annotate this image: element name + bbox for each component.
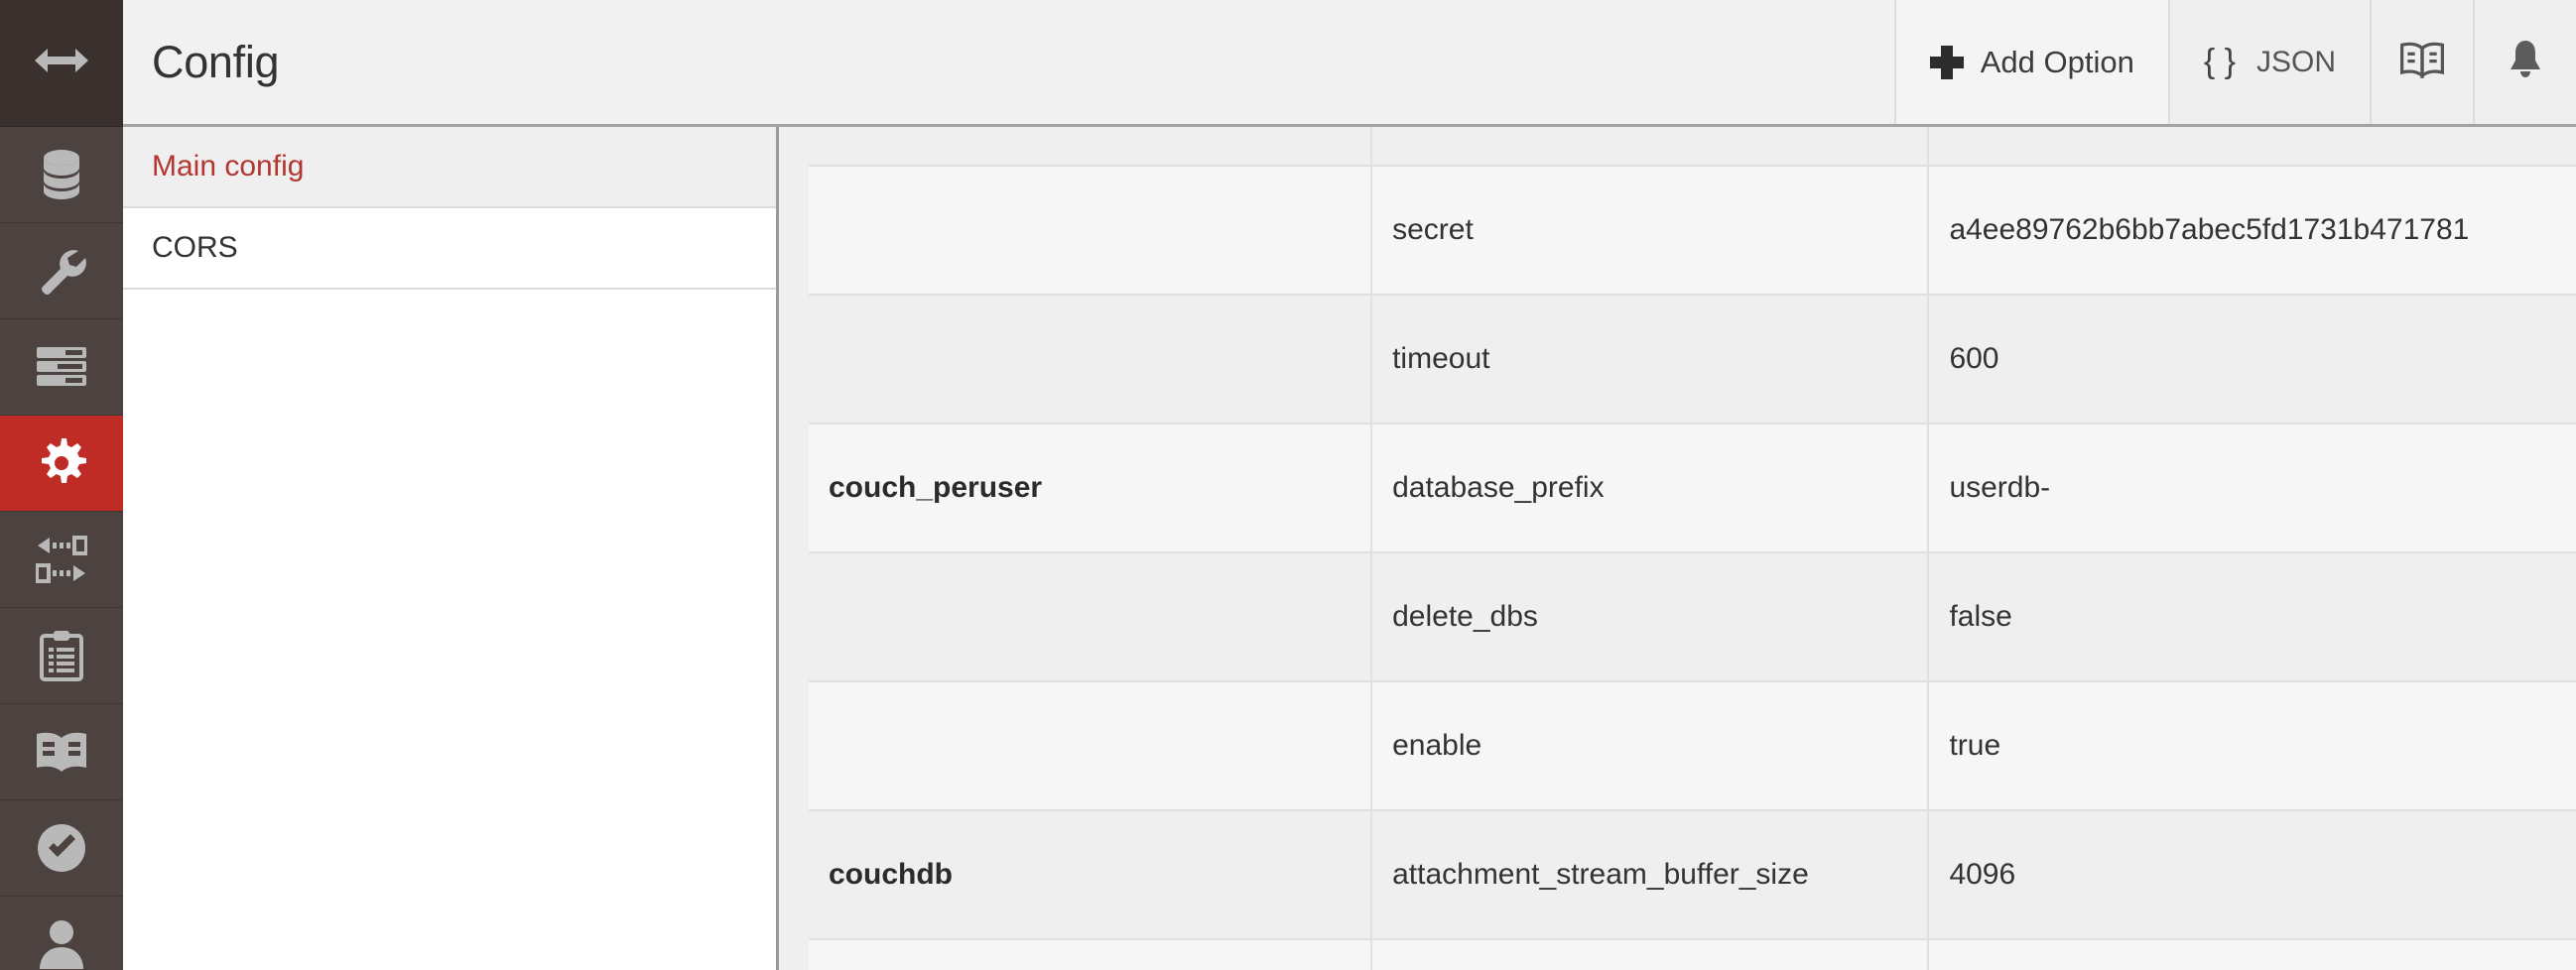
config-value-cell[interactable]: 600 bbox=[1928, 295, 2576, 424]
book-icon bbox=[35, 730, 88, 774]
sidebar-item-verify[interactable] bbox=[0, 800, 123, 897]
nav-item-main-config[interactable]: Main config bbox=[123, 127, 776, 208]
clipboard-icon bbox=[40, 630, 83, 681]
config-value-cell[interactable] bbox=[1928, 127, 2576, 167]
config-section-cell bbox=[809, 166, 1373, 296]
config-key-cell[interactable] bbox=[1371, 127, 1930, 167]
config-section-cell bbox=[809, 552, 1373, 682]
primary-nav-rail bbox=[0, 0, 123, 970]
add-option-button[interactable]: Add Option bbox=[1893, 0, 2168, 124]
curly-braces-icon: { } bbox=[2203, 43, 2236, 80]
config-key-cell[interactable]: secret bbox=[1371, 166, 1930, 296]
sidebar-item-logs[interactable] bbox=[0, 608, 123, 704]
config-key-cell[interactable]: attachment_stream_buffer_size bbox=[1371, 810, 1930, 940]
nav-item-label: Main config bbox=[152, 150, 305, 182]
arrows-horizontal-icon bbox=[34, 46, 89, 80]
sidebar-item-replication[interactable] bbox=[0, 512, 123, 608]
check-circle-icon bbox=[37, 823, 86, 873]
sidebar-toggle-button[interactable] bbox=[0, 0, 123, 127]
main-region: Config Add Option { } JSON bbox=[123, 0, 2576, 970]
config-section-cell: couch_peruser bbox=[809, 424, 1373, 553]
config-key-cell[interactable]: delete_dbs bbox=[1371, 552, 1930, 682]
json-label: JSON bbox=[2255, 45, 2336, 78]
documentation-button[interactable] bbox=[2370, 0, 2473, 124]
config-nav-panel: Main config CORS bbox=[123, 127, 779, 970]
config-section-cell: couchdb bbox=[809, 810, 1373, 940]
table-row bbox=[809, 127, 2576, 167]
config-section-cell bbox=[809, 939, 1373, 970]
server-bars-icon bbox=[36, 346, 87, 388]
json-view-button[interactable]: { } JSON bbox=[2167, 0, 2370, 124]
book-icon bbox=[2400, 41, 2444, 83]
config-section-cell bbox=[809, 127, 1373, 167]
sidebar-item-account[interactable] bbox=[0, 897, 123, 970]
config-value-cell[interactable]: true bbox=[1928, 681, 2576, 811]
gear-icon bbox=[37, 438, 86, 488]
config-key-cell[interactable]: enable bbox=[1371, 681, 1930, 811]
bell-icon bbox=[2507, 39, 2544, 85]
config-section-cell bbox=[809, 681, 1373, 811]
database-icon bbox=[37, 149, 86, 200]
sidebar-item-databases[interactable] bbox=[0, 127, 123, 223]
config-value-cell[interactable]: userdb- bbox=[1928, 424, 2576, 553]
add-option-label: Add Option bbox=[1980, 44, 2134, 79]
user-icon bbox=[39, 919, 84, 969]
page-header: Config Add Option { } JSON bbox=[123, 0, 2576, 127]
sidebar-item-active-tasks[interactable] bbox=[0, 319, 123, 416]
sidebar-item-setup[interactable] bbox=[0, 223, 123, 319]
config-value-cell[interactable]: 4096 bbox=[1928, 810, 2576, 940]
nav-item-cors[interactable]: CORS bbox=[123, 208, 776, 290]
config-key-cell[interactable]: timeout bbox=[1371, 295, 1930, 424]
config-key-cell[interactable]: database_prefix bbox=[1371, 424, 1930, 553]
table-row bbox=[809, 939, 2576, 970]
config-section-cell bbox=[809, 295, 1373, 424]
nav-item-label: CORS bbox=[152, 231, 238, 264]
replication-icon bbox=[36, 536, 87, 583]
config-value-cell[interactable] bbox=[1928, 939, 2576, 970]
plus-icon bbox=[1929, 45, 1964, 79]
config-value-cell[interactable]: a4ee89762b6bb7abec5fd1731b471781 bbox=[1928, 166, 2576, 296]
sidebar-item-documentation[interactable] bbox=[0, 704, 123, 800]
config-value-cell[interactable]: false bbox=[1928, 552, 2576, 682]
config-key-cell[interactable] bbox=[1371, 939, 1930, 970]
notifications-button[interactable] bbox=[2473, 0, 2576, 124]
wrench-icon bbox=[37, 246, 86, 296]
page-title: Config bbox=[152, 36, 280, 87]
sidebar-item-configuration[interactable] bbox=[0, 416, 123, 512]
